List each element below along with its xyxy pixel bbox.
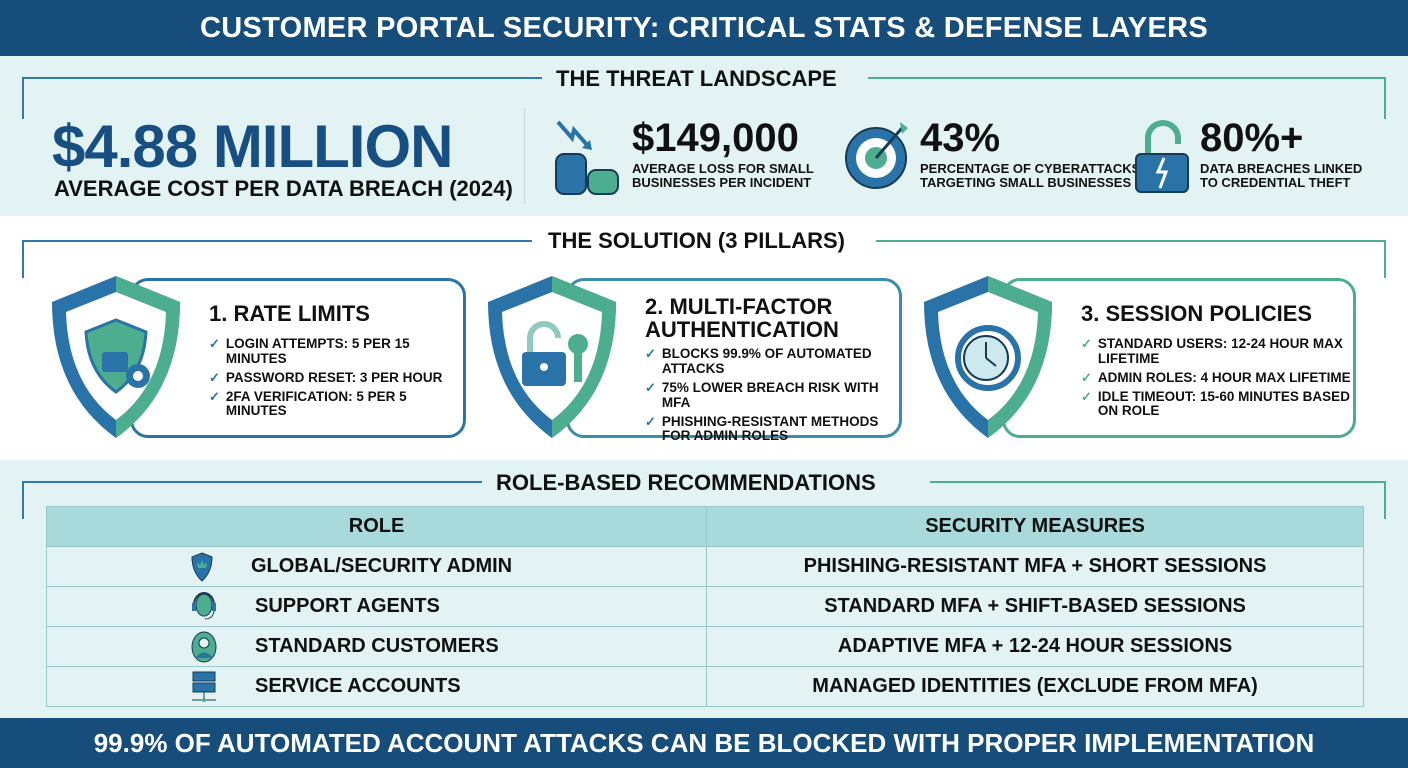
pillar-title: 1. RATE LIMITS (209, 301, 370, 326)
check-icon: ✓ (209, 388, 220, 404)
pillar-rate-limits: 1. RATE LIMITS ✓LOGIN ATTEMPTS: 5 PER 15… (130, 278, 466, 438)
solution-section: THE SOLUTION (3 PILLARS) 1. RATE LIMITS … (0, 216, 1408, 460)
server-icon (192, 671, 216, 702)
security-measure: MANAGED IDENTITIES (EXCLUDE FROM MFA) (706, 666, 1364, 707)
table-row: STANDARD CUSTOMERS ADAPTIVE MFA + 12-24 H… (45, 626, 1364, 667)
section-title: ROLE-BASED RECOMMENDATIONS (496, 470, 876, 495)
list-item: ✓75% LOWER BREACH RISK WITH MFA (645, 379, 879, 410)
role-name: GLOBAL/SECURITY ADMIN (251, 555, 513, 577)
divider (1384, 240, 1386, 278)
role-name: SUPPORT AGENTS (255, 595, 440, 617)
column-header: SECURITY MEASURES (706, 506, 1364, 547)
divider (1384, 481, 1386, 519)
section-title: THE THREAT LANDSCAPE (556, 66, 837, 91)
check-icon: ✓ (1081, 336, 1092, 351)
divider (1384, 77, 1386, 119)
shield-lock-gear-icon (52, 276, 180, 438)
divider (524, 108, 525, 204)
section-title: THE SOLUTION (3 PILLARS) (548, 228, 845, 253)
check-icon: ✓ (645, 346, 656, 362)
shield-lock-key-icon (488, 276, 616, 438)
headline-label: AVERAGE COST PER DATA BREACH (2024) (54, 176, 513, 201)
footer-banner: 99.9% OF AUTOMATED ACCOUNT ATTACKS CAN B… (0, 718, 1408, 768)
table-row: SUPPORT AGENTS STANDARD MFA + SHIFT-BASED… (45, 586, 1364, 627)
list-item: ✓LOGIN ATTEMPTS: 5 PER 15 MINUTES (209, 336, 410, 366)
check-icon: ✓ (645, 379, 656, 395)
list-item: ✓PHISHING-RESISTANT METHODS FOR ADMIN RO… (645, 413, 879, 444)
security-measure: ADAPTIVE MFA + 12-24 HOUR SESSIONS (706, 626, 1364, 667)
coins-falling-icon (555, 120, 619, 195)
security-measure: PHISHING-RESISTANT MFA + SHORT SESSIONS (706, 546, 1364, 587)
stat-value: 43% (920, 116, 1001, 160)
column-header: ROLE (45, 506, 708, 547)
page-title: CUSTOMER PORTAL SECURITY: CRITICAL STATS… (0, 0, 1408, 56)
headset-agent-icon (192, 591, 216, 619)
divider (930, 481, 1386, 483)
target-icon (845, 122, 908, 189)
pillar-mfa: 2. MULTI-FACTOR AUTHENTICATION ✓BLOCKS 9… (566, 278, 902, 443)
role-name: SERVICE ACCOUNTS (255, 675, 461, 697)
pillar-session-policies: 3. SESSION POLICIES ✓STANDARD USERS: 12-… (1002, 278, 1356, 438)
stat-label: DATA BREACHES LINKED (1200, 161, 1363, 176)
divider (22, 77, 24, 119)
list-item: ✓STANDARD USERS: 12-24 HOUR MAX LIFETIME (1081, 336, 1343, 366)
broken-lock-icon (1135, 120, 1189, 193)
shield-clock-icon (924, 276, 1052, 438)
role-name: STANDARD CUSTOMERS (255, 635, 499, 657)
check-icon: ✓ (209, 369, 220, 385)
stat-label: PERCENTAGE OF CYBERATTACKS (920, 161, 1141, 176)
check-icon: ✓ (1081, 369, 1092, 385)
divider (22, 481, 24, 519)
divider (22, 240, 532, 242)
stat-label: TO CREDENTIAL THEFT (1200, 175, 1351, 191)
list-item: ✓PASSWORD RESET: 3 PER HOUR (209, 369, 443, 385)
check-icon: ✓ (1081, 388, 1092, 404)
list-item: ✓2FA VERIFICATION: 5 PER 5 MINUTES (209, 388, 407, 419)
threat-landscape-section: THE THREAT LANDSCAPE $4.88 MILLION AVERA… (0, 56, 1408, 216)
stat-value: 80%+ (1200, 116, 1304, 160)
check-icon: ✓ (209, 336, 220, 351)
headline-stat: $4.88 MILLION (52, 113, 453, 180)
list-item: ✓BLOCKS 99.9% OF AUTOMATED ATTACKS (645, 346, 872, 377)
divider (868, 77, 1386, 79)
divider (22, 481, 482, 483)
divider (876, 240, 1386, 242)
user-avatar-icon (191, 631, 217, 662)
pillar-title: 3. SESSION POLICIES (1081, 301, 1313, 326)
stat-label: BUSINESSES PER INCIDENT (632, 175, 812, 191)
table-row: GLOBAL/SECURITY ADMIN PHISHING-RESISTANT … (45, 546, 1364, 587)
security-measure: STANDARD MFA + SHIFT-BASED SESSIONS (706, 586, 1364, 627)
check-icon: ✓ (645, 413, 656, 429)
divider (22, 77, 542, 79)
stat-label: TARGETING SMALL BUSINESSES (920, 175, 1132, 191)
divider (22, 240, 24, 278)
table-row: SERVICE ACCOUNTS MANAGED IDENTITIES (EXCL… (45, 666, 1364, 707)
list-item: ✓ADMIN ROLES: 4 HOUR MAX LIFETIME (1081, 369, 1351, 385)
pillar-title: 2. MULTI-FACTOR AUTHENTICATION (645, 294, 839, 343)
stat-label: AVERAGE LOSS FOR SMALL (632, 161, 814, 176)
stat-value: $149,000 (632, 116, 799, 160)
list-item: ✓IDLE TIMEOUT: 15-60 MINUTES BASED ON RO… (1081, 388, 1350, 419)
shield-crown-icon (191, 551, 213, 582)
